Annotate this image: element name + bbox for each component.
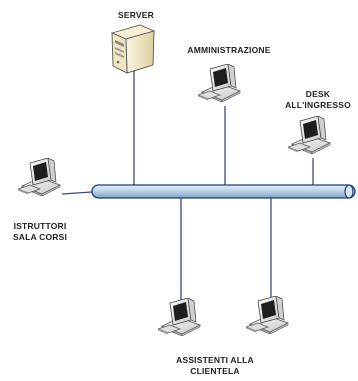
server-label-line1: SERVER — [117, 10, 154, 20]
server-label: SERVER — [108, 10, 164, 21]
front-desk-label: DESK ALL'INGRESSO — [280, 89, 356, 111]
administration-workstation-icon — [198, 64, 241, 102]
assistant-workstation-left-icon — [158, 298, 201, 336]
customer-assistants-label-line2: CLIENTELA — [190, 366, 240, 376]
instructors-label-line1: ISTRUTTORI — [13, 221, 67, 231]
front-desk-label-line2: ALL'INGRESSO — [285, 100, 351, 110]
instructors-label: ISTRUTTORI SALA CORSI — [6, 221, 74, 243]
network-bus — [91, 184, 356, 199]
front-desk-label-line1: DESK — [305, 89, 331, 99]
customer-assistants-label: ASSISTENTI ALLA CLIENTELA — [160, 355, 270, 377]
instructors-label-line2: SALA CORSI — [12, 232, 68, 242]
assistant-workstation-right-icon — [246, 296, 289, 334]
administration-label-line1: AMMINISTRAZIONE — [187, 45, 271, 55]
server-tower-icon — [110, 24, 156, 74]
administration-label: AMMINISTRAZIONE — [174, 45, 284, 56]
instructors-workstation-icon — [18, 158, 61, 196]
link-instructors — [61, 191, 93, 195]
front-desk-workstation-icon — [288, 116, 331, 154]
customer-assistants-label-line1: ASSISTENTI ALLA — [176, 355, 254, 365]
